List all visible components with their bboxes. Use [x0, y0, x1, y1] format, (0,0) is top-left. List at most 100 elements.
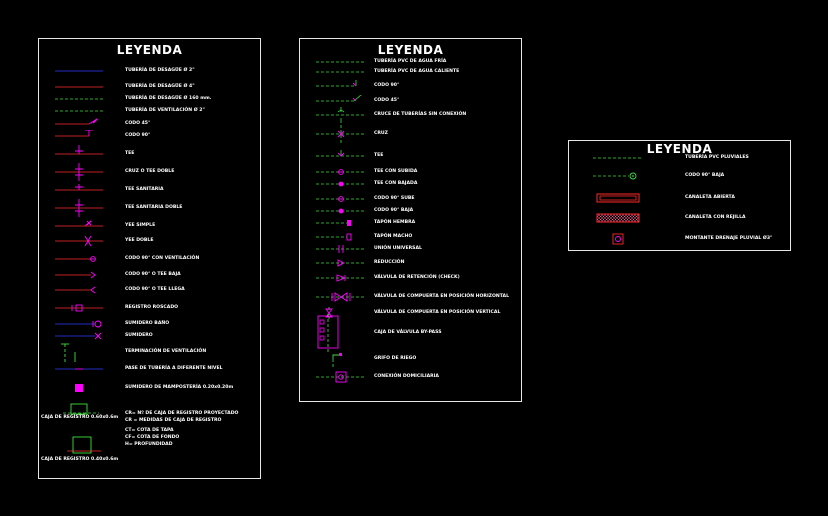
legend-item-label: TAPÓN MACHO: [374, 234, 413, 239]
legend-item-label: CODO 90° CON VENTILACIÓN: [125, 256, 200, 261]
w-elbow45-symbol-icon: [316, 95, 362, 102]
legend-item-label: CODO 90° SUBE: [374, 196, 415, 201]
legend-item-label: TEE SANITARIA: [125, 187, 164, 192]
legend-item-label: CODO 90° BAJA: [374, 208, 414, 213]
elbow-down-symbol-icon: [55, 271, 96, 279]
legend-item-label: CAJA DE VÁLVULA BY-PASS: [374, 330, 442, 335]
legend-item-label: TUBERÍA DE DESAGÜE Ø 4": [125, 84, 195, 89]
legend-item-label: CODO 90°: [125, 133, 151, 138]
legend-item-label: SUMIDERO DE MAMPOSTERÍA 0.20x0.20m: [125, 385, 234, 390]
line-green-dash-symbol-icon: [316, 61, 366, 63]
legend-panel-drainage: LEYENDA TUBERÍA DE DESAGÜE Ø 2" TUBERÍA D…: [38, 38, 261, 479]
legend-title: LEYENDA: [377, 43, 444, 57]
line-green-dash-symbol-icon: [55, 98, 103, 100]
vent-term-symbol-icon: [61, 343, 76, 362]
p-riser-symbol-icon: [612, 233, 624, 245]
box1-caption: CAJA DE REGISTRO 0.60x0.6m: [41, 415, 119, 420]
w-elbow-up-symbol-icon: [316, 196, 366, 202]
legend-item-label: REDUCCIÓN: [374, 260, 405, 265]
yee-symbol-icon: [55, 220, 103, 227]
register-boxes-symbols: [63, 403, 101, 454]
w-cap-m-symbol-icon: [316, 233, 352, 241]
legend-item-label: CODO 90° O TEE BAJA: [125, 272, 181, 277]
w-cross-symbol-icon: [316, 125, 366, 143]
legend-panel-water: LEYENDA TUBERÍA PVC DE AGUA FRÍA TUBERÍA …: [299, 38, 522, 402]
legend-item-label: TEE CON BAJADA: [374, 181, 418, 186]
legend-item-label: TEE SANITARIA DOBLE: [125, 205, 183, 210]
legend-item-label: CODO 90° BAJA: [685, 173, 725, 178]
w-reduction-symbol-icon: [316, 259, 366, 267]
legend-item-label: CRUCE DE TUBERÍAS SIN CONEXIÓN: [374, 112, 467, 117]
tee-symbol-icon: [55, 145, 103, 155]
legend-item-label: SUMIDERO: [125, 333, 153, 338]
legend-item-label: TERMINACIÓN DE VENTILACIÓN: [125, 349, 207, 354]
line-green-dash-symbol-icon: [316, 71, 366, 73]
sq-magenta-symbol-icon: [75, 384, 83, 392]
elbow90-symbol-icon: [55, 130, 93, 137]
w-tee-down-symbol-icon: [316, 181, 366, 187]
legend-item-label: CONEXIÓN DOMICILIARIA: [374, 374, 439, 379]
legend-item-label: VÁLVULA DE COMPUERTA EN POSICIÓN HORIZON…: [374, 294, 509, 299]
tee-san-dbl-symbol-icon: [55, 199, 103, 217]
w-faucet-symbol-icon: [332, 353, 342, 367]
legend-item-label: CRUZ O TEE DOBLE: [125, 169, 175, 174]
elbow-up-symbol-icon: [55, 286, 96, 294]
note-1: CR= Nº DE CAJA DE REGISTRO PROYECTADO: [125, 411, 239, 416]
note-2: CR = MEDIDAS DE CAJA DE REGISTRO: [125, 418, 222, 423]
legend-item-label: TUBERÍA PVC DE AGUA CALIENTE: [374, 69, 460, 74]
p-elbow-symbol-icon: [593, 172, 637, 180]
legend-item-label: TAPÓN HEMBRA: [374, 220, 416, 225]
legend-item-label: CODO 90°: [374, 83, 400, 88]
legend-item-label: TUBERÍA DE DESAGÜE Ø 160 mm.: [125, 96, 212, 101]
w-tee-symbol-icon: [316, 150, 366, 157]
legend-item-label: SUMIDERO BAÑO: [125, 321, 170, 326]
legend-item-label: TUBERÍA DE VENTILACIÓN Ø 2": [125, 108, 205, 113]
legend-title: LEYENDA: [646, 142, 713, 156]
legend-item-label: TUBERÍA PVC DE AGUA FRÍA: [374, 59, 447, 64]
w-crossing-symbol-icon: [316, 107, 366, 123]
drain-symbol-icon: [55, 332, 102, 340]
w-cap-f-symbol-icon: [316, 220, 351, 226]
drain-bath-symbol-icon: [55, 320, 102, 328]
legend-item-label: GRIFO DE RIEGO: [374, 356, 417, 361]
legend-item-label: CODO 45°: [125, 121, 151, 126]
elbow-vent-symbol-icon: [55, 256, 96, 262]
cross-symbol-icon: [55, 163, 103, 181]
legend-item-label: VÁLVULA DE RETENCIÓN (CHECK): [374, 275, 460, 280]
w-elbow90-symbol-icon: [316, 80, 357, 87]
legend-item-label: REGISTRO ROSCADO: [125, 305, 179, 310]
line-green-dash-symbol-icon: [55, 110, 103, 112]
note-4: CF= COTA DE FONDO: [125, 435, 180, 440]
w-check-symbol-icon: [316, 274, 366, 282]
yee-dbl-symbol-icon: [55, 235, 103, 247]
legend-item-label: TUBERÍA PVC PLUVIALES: [685, 155, 749, 160]
legend-item-label: TEE: [374, 153, 384, 158]
w-gate-h-symbol-icon: [316, 292, 366, 302]
line-red-symbol-icon: [55, 86, 103, 88]
legend-title: LEYENDA: [116, 43, 183, 57]
w-conn-symbol-icon: [316, 371, 366, 383]
pass-level-symbol-icon: [55, 368, 103, 370]
legend-item-label: CANALETA ABIERTA: [685, 195, 735, 200]
legend-item-label: TEE: [125, 151, 135, 156]
w-tee-up-symbol-icon: [316, 169, 366, 175]
note-5: H= PROFUNDIDAD: [125, 442, 173, 447]
legend-item-label: TEE CON SUBIDA: [374, 169, 418, 174]
legend-item-label: CANALETA CON REJILLA: [685, 215, 746, 220]
legend-item-label: UNIÓN UNIVERSAL: [374, 246, 422, 251]
box2-caption: CAJA DE REGISTRO 0.40x0.6m: [41, 457, 119, 462]
w-bypass-symbol-icon: [317, 314, 339, 352]
legend-item-label: MONTANTE DRENAJE PLUVIAL Ø3": [685, 236, 773, 241]
p-grate-symbol-icon: [596, 213, 640, 223]
legend-item-label: CODO 45°: [374, 98, 400, 103]
legend-item-label: TUBERÍA DE DESAGÜE Ø 2": [125, 68, 195, 73]
note-3: CT= COTA DE TAPA: [125, 428, 174, 433]
legend-item-label: CRUZ: [374, 131, 388, 136]
tee-san-symbol-icon: [55, 184, 103, 191]
legend-panel-stormwater: LEYENDA TUBERÍA PVC PLUVIALES CODO 90° BA…: [568, 140, 791, 251]
w-elbow-down-symbol-icon: [316, 208, 366, 214]
legend-item-label: PASE DE TUBERÍA A DIFERENTE NIVEL: [125, 366, 223, 371]
legend-item-label: CODO 90° O TEE LLEGA: [125, 287, 185, 292]
p-channel-symbol-icon: [596, 193, 640, 203]
line-blue-symbol-icon: [55, 70, 103, 72]
